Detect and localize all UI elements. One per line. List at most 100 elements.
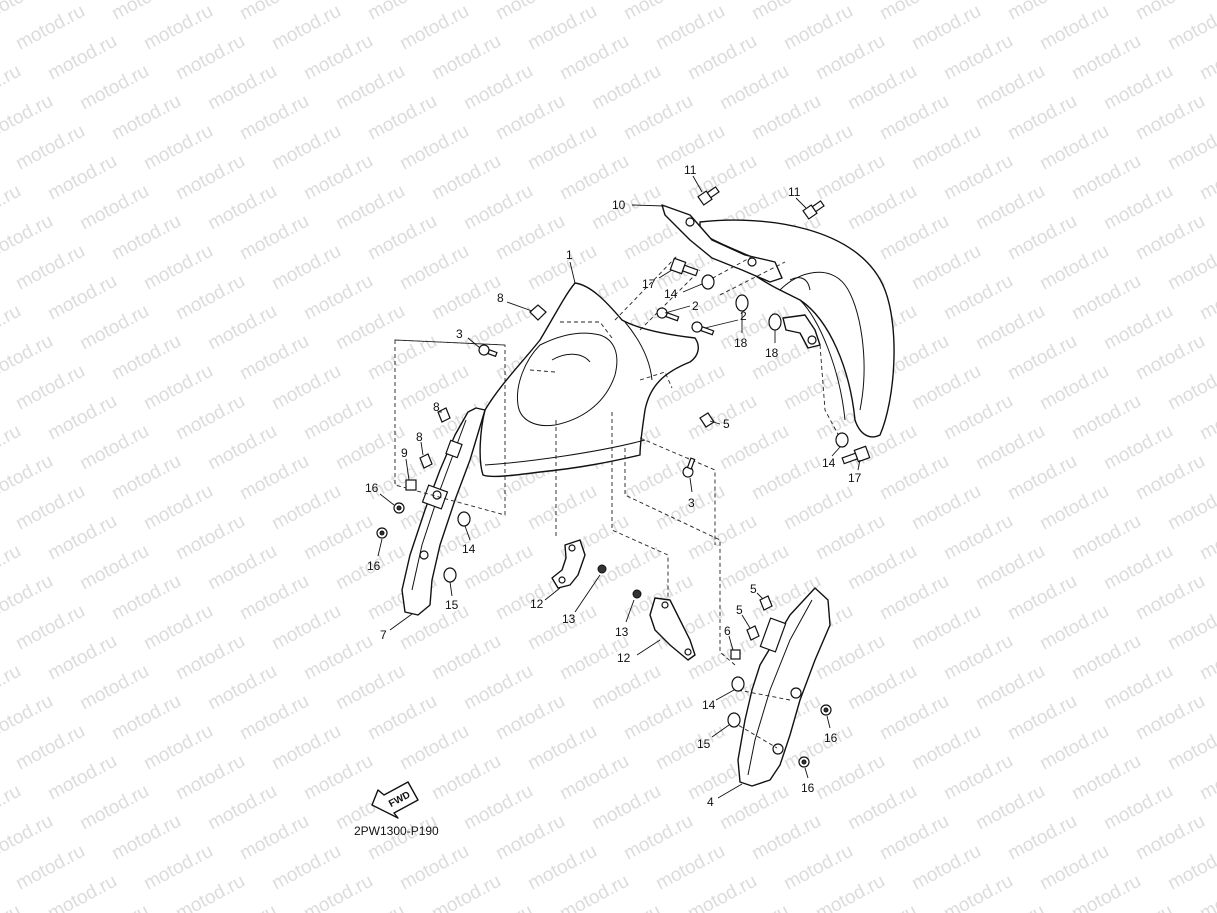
watermark-text: motod.ru (172, 31, 248, 85)
watermark-text: motod.ru (300, 271, 376, 325)
callout-12b: 12 (617, 639, 661, 665)
watermark-text: motod.ru (12, 241, 88, 295)
callout-16d: 16 (801, 767, 815, 795)
watermark-text: motod.ru (1132, 211, 1208, 265)
watermark-text: motod.ru (172, 151, 248, 205)
watermark-text: motod.ru (396, 1, 472, 55)
watermark-text: motod.ru (300, 871, 376, 913)
watermark-text: motod.ru (204, 61, 280, 115)
watermark-text: motod.ru (140, 361, 216, 415)
svg-text:9: 9 (401, 446, 408, 460)
svg-text:8: 8 (497, 291, 504, 305)
watermark-text: motod.ru (140, 601, 216, 655)
watermark-text: motod.ru (812, 751, 888, 805)
callout-18b: 18 (765, 330, 779, 360)
svg-text:14: 14 (702, 698, 716, 712)
watermark-text: motod.ru (780, 1, 856, 55)
watermark-text: motod.ru (1068, 391, 1144, 445)
watermark-text: motod.ru (428, 151, 504, 205)
svg-text:17: 17 (848, 471, 862, 485)
watermark-text: motod.ru (588, 181, 664, 235)
watermark-text: motod.ru (428, 271, 504, 325)
watermark-text: motod.ru (396, 121, 472, 175)
watermark-text: motod.ru (364, 91, 440, 145)
watermark-text: motod.ru (716, 301, 792, 355)
watermark-text: motod.ru (300, 391, 376, 445)
watermark-text: motod.ru (1068, 151, 1144, 205)
watermark-text: motod.ru (268, 121, 344, 175)
watermark-text: motod.ru (620, 691, 696, 745)
watermark-text: motod.ru (12, 841, 88, 895)
grommet-icon (820, 704, 832, 716)
watermark-text: motod.ru (940, 751, 1016, 805)
watermark-text: motod.ru (236, 811, 312, 865)
svg-text:14: 14 (664, 287, 678, 301)
watermark-text: motod.ru (44, 871, 120, 913)
bracket-right-part (649, 597, 696, 661)
watermark-text: motod.ru (140, 481, 216, 535)
watermark-text: motod.ru (908, 1, 984, 55)
watermark-text: motod.ru (620, 811, 696, 865)
watermark-text: motod.ru (972, 781, 1048, 835)
watermark-text: motod.ru (44, 31, 120, 85)
callout-8a: 8 (497, 291, 533, 312)
watermark-text: motod.ru (1036, 361, 1112, 415)
watermark-text: motod.ru (12, 481, 88, 535)
watermark-text: motod.ru (748, 91, 824, 145)
svg-text:11: 11 (788, 185, 801, 199)
callout-14b: 14 (822, 446, 841, 470)
watermark-text: motod.ru (76, 301, 152, 355)
watermark-text: motod.ru (940, 271, 1016, 325)
watermark-text: motod.ru (108, 451, 184, 505)
callout-14c: 14 (462, 525, 476, 556)
svg-text:17: 17 (642, 277, 656, 291)
watermark-text: motod.ru (428, 871, 504, 913)
watermark-text: motod.ru (620, 91, 696, 145)
callout-18a: 18 (734, 312, 748, 350)
watermark-text: motod.ru (684, 271, 760, 325)
watermark-text: motod.ru (76, 541, 152, 595)
watermark-text: motod.ru (972, 661, 1048, 715)
svg-text:18: 18 (734, 336, 748, 350)
callout-16a: 16 (365, 481, 395, 506)
watermark-text: motod.ru (492, 91, 568, 145)
watermark-text: motod.ru (972, 61, 1048, 115)
watermark-text: motod.ru (876, 811, 952, 865)
watermark-text: motod.ru (524, 1, 600, 55)
watermark-text: motod.ru (684, 631, 760, 685)
callout-14a: 14 (664, 283, 703, 301)
svg-text:15: 15 (445, 598, 459, 612)
watermark-text: motod.ru (204, 301, 280, 355)
svg-text:8: 8 (433, 400, 440, 414)
watermark-text: motod.ru (684, 511, 760, 565)
callout-12a: 12 (530, 587, 561, 611)
watermark-text: motod.ru (300, 511, 376, 565)
svg-text:10: 10 (612, 198, 626, 212)
watermark-text: motod.ru (108, 331, 184, 385)
watermark-text: motod.ru (844, 181, 920, 235)
watermark-text: motod.ru (332, 421, 408, 475)
watermark-text: motod.ru (108, 571, 184, 625)
watermark-text: motod.ru (204, 661, 280, 715)
watermark-text: motod.ru (364, 331, 440, 385)
watermark-text: motod.ru (908, 841, 984, 895)
grommet-icon (798, 756, 810, 768)
watermark-text: motod.ru (876, 571, 952, 625)
watermark-text: motod.ru (780, 841, 856, 895)
watermark-text: motod.ru (140, 241, 216, 295)
callout-5b: 5 (750, 582, 764, 600)
callout-17b: 17 (848, 459, 862, 485)
callout-11a: 11 (684, 163, 703, 193)
callout-13a: 13 (562, 574, 601, 626)
watermark-text: motod.ru (172, 751, 248, 805)
watermark-text: motod.ru (12, 361, 88, 415)
watermark-text: motod.ru (908, 601, 984, 655)
callout-8c: 8 (416, 430, 424, 456)
watermark-text: motod.ru (204, 421, 280, 475)
front-fender-part (479, 282, 699, 478)
watermark-text: motod.ru (460, 781, 536, 835)
watermark-text: motod.ru (780, 121, 856, 175)
watermark-text: motod.ru (684, 871, 760, 913)
watermark-text: motod.ru (1036, 241, 1112, 295)
watermark-text: motod.ru (44, 751, 120, 805)
